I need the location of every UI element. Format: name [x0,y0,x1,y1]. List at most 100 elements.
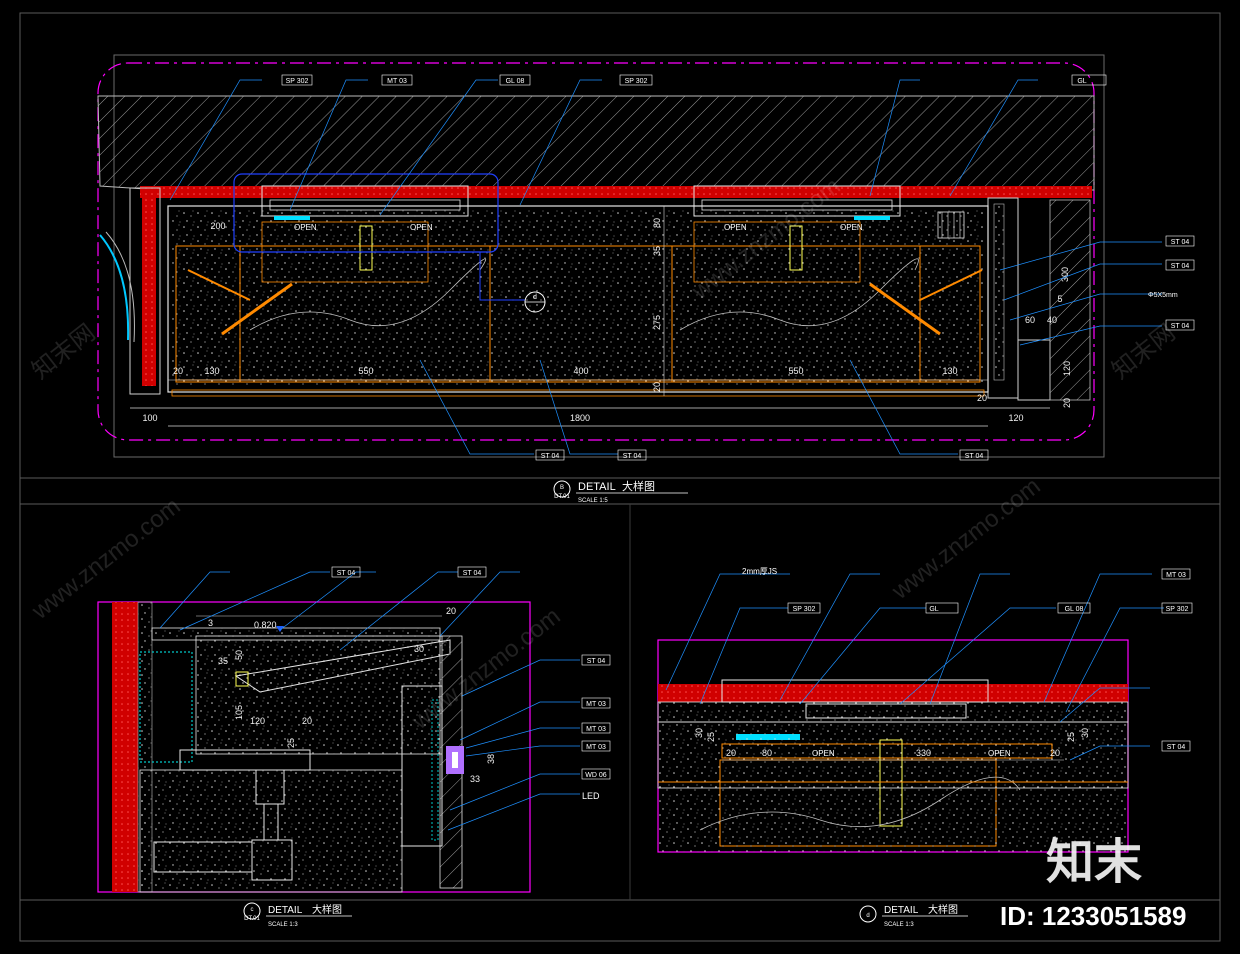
title-c-scale: SCALE 1:3 [268,922,298,928]
dim-d-1: 80 [762,748,772,758]
dim-d-3: 20 [1050,748,1060,758]
watermark-site-3: www.znzmo.com [886,473,1045,606]
tag-b-bottom-2: ST 04 [959,449,989,461]
open-label-d1: OPEN [812,749,835,758]
tag-b-top-1: MT 03 [381,74,413,86]
dim-c-4: 50 [234,650,244,660]
svg-text:ST 04: ST 04 [1171,263,1190,270]
svg-text:ST 04: ST 04 [1171,239,1190,246]
dim-b-0: 100 [142,413,157,423]
title-block-d: d DETAIL 大样图 SCALE 1:3 [859,903,968,928]
dim-d-0: 20 [726,748,736,758]
tag-c-0: ST 04 [331,566,361,578]
tag-b-bottom-1: ST 04 [617,449,647,461]
tag-c-6: WD 06 [581,768,611,780]
brand-logo: 知末 [1046,834,1142,890]
image-id: ID: 1233051589 [1000,901,1186,931]
title-c-cn: 大样图 [312,903,342,916]
dim-b-v0: 80 [652,218,662,228]
svg-text:ST 04: ST 04 [463,570,482,577]
detail-b-drawing: d OPEN OPEN OPEN OPEN 100 20 130 550 400… [97,62,1195,461]
tag-d-5: ST 04 [1161,740,1191,752]
svg-text:WD 06: WD 06 [585,772,607,779]
tag-b-top-2: GL 08 [499,74,531,86]
dim-b-7: 20 [977,393,987,403]
svg-text:SP 302: SP 302 [793,606,816,613]
dim-b-v9: 20 [1062,398,1072,408]
open-label-d2: OPEN [988,749,1011,758]
tag-b-top-4: GL [1071,74,1107,86]
watermark-cn-2: 知末网 [1107,319,1180,385]
detail-d-drawing: 20 80 330 20 30 25 25 30 OPEN OPEN 2mm厚J… [657,567,1193,853]
dim-b-v6: 40 [1047,315,1057,325]
dim-c-7: 20 [302,716,312,726]
dim-b-v8: 120 [1062,361,1072,376]
dim-b-v2: 275 [652,315,662,330]
tag-c-1: ST 04 [457,566,487,578]
open-label-b4: OPEN [840,223,863,232]
tag-b-right-0: ST 04 [1165,235,1195,247]
svg-text:GL: GL [929,606,938,613]
dim-d-7: 30 [1080,728,1090,738]
svg-text:MT 03: MT 03 [586,744,606,751]
open-label-b3: OPEN [724,223,747,232]
dim-c-0: 3 [208,618,213,628]
tag-b-right-2: ST 04 [1165,319,1195,331]
svg-text:GL: GL [1077,78,1086,85]
title-c-detail: DETAIL [268,905,303,916]
title-c-sheet: DT.01 [244,916,260,922]
title-b-cn: 大样图 [622,479,655,493]
svg-text:SP 302: SP 302 [625,78,648,85]
dim-c-9: 25 [286,738,296,748]
title-d-letter: d [866,913,869,919]
dim-b-1: 20 [173,366,183,376]
dim-c-5: 30 [414,644,424,654]
open-label-b1: OPEN [294,223,317,232]
tag-c-3: MT 03 [581,697,611,709]
svg-text:MT 03: MT 03 [387,78,407,85]
dim-d-5: 25 [706,732,716,742]
watermark-cn-1: 知末网 [27,319,100,385]
tag-b-bottom-0: ST 04 [535,449,565,461]
open-label-b2: OPEN [410,223,433,232]
title-b-letter: B [560,485,564,491]
svg-text:ST 04: ST 04 [1171,323,1190,330]
tag-b-top-3: SP 302 [619,74,653,86]
dim-c-1: 0.820 [254,620,277,630]
title-d-scale: SCALE 1:3 [884,922,914,928]
label-led: LED [582,791,600,801]
title-b-sheet: DT.01 [554,494,570,500]
tag-c-4: MT 03 [581,722,611,734]
dim-c-8: 105 [234,705,244,720]
tag-d-3: MT 03 [1161,568,1191,580]
tag-d-2: GL 08 [1057,602,1091,614]
dim-b-4: 400 [573,366,588,376]
svg-text:SP 302: SP 302 [1166,606,1189,613]
dim-c-11: 33 [470,774,480,784]
dim-d-4: 30 [694,728,704,738]
tag-d-4: SP 302 [1161,602,1193,614]
dim-c-3: 35 [218,656,228,666]
dim-b-8: 120 [1008,413,1023,423]
svg-text:SP 302: SP 302 [286,78,309,85]
watermark-site-1: www.znzmo.com [26,493,185,626]
dim-d-6: 25 [1066,732,1076,742]
title-b-scale: SCALE 1:5 [578,498,608,504]
tag-b-top-0: SP 302 [281,74,313,86]
tag-c-5: MT 03 [581,740,611,752]
dim-b-3: 550 [358,366,373,376]
svg-text:ST 04: ST 04 [1167,744,1186,751]
dim-b-v5: 60 [1025,315,1035,325]
dim-b-v4: 300 [1060,267,1070,282]
dim-c-10: 38 [486,754,496,764]
svg-text:MT 03: MT 03 [1166,572,1186,579]
tag-d-1: GL [925,602,959,614]
svg-text:GL 08: GL 08 [506,78,525,85]
svg-text:ST 04: ST 04 [541,453,560,460]
title-block-b: B DT.01 DETAIL 大样图 SCALE 1:5 [553,479,688,504]
note-2mm: 2mm厚JS [742,567,777,576]
tag-d-0: SP 302 [787,602,821,614]
tag-c-2: ST 04 [581,654,611,666]
title-b-detail: DETAIL [578,481,616,493]
